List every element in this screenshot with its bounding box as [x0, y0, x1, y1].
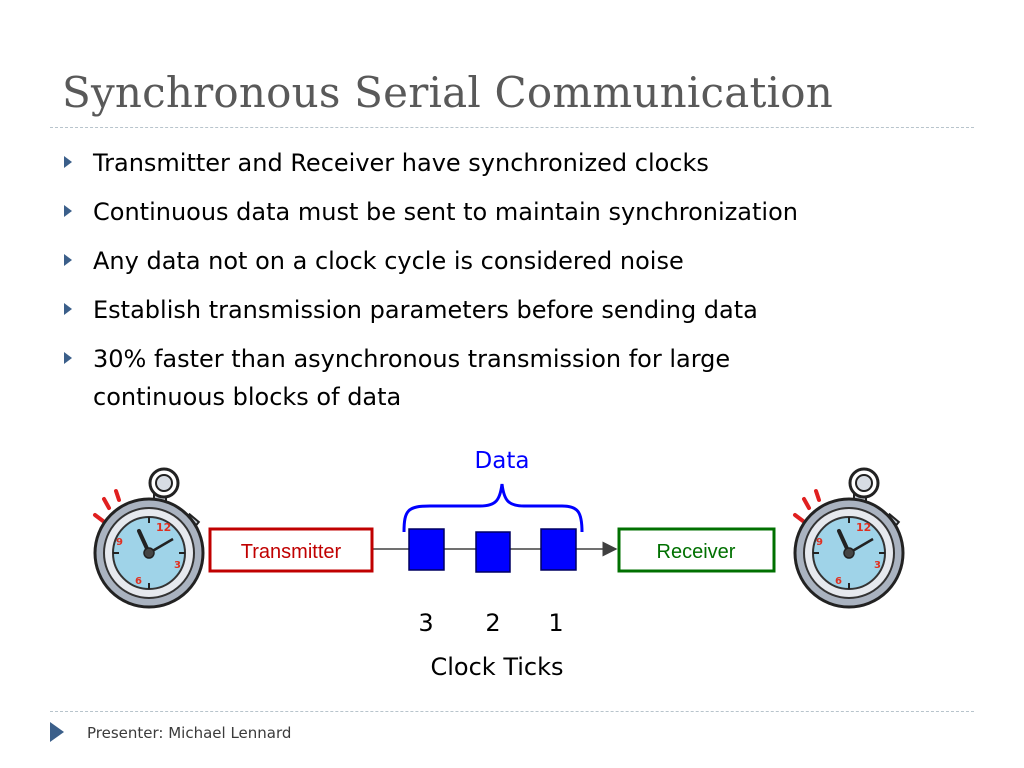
stopwatch-number: 12	[856, 521, 871, 534]
bullet-text: 30% faster than asynchronous transmissio…	[93, 345, 731, 411]
bullet-arrow-icon	[64, 254, 72, 266]
clock-tick-label: 3	[418, 609, 433, 637]
transmitter-stopwatch-icon: 12 3 6 9	[93, 467, 205, 609]
data-brace	[402, 483, 584, 533]
clock-tick-label: 1	[548, 609, 563, 637]
bullet-item: Any data not on a clock cycle is conside…	[62, 242, 962, 280]
bullet-item: Establish transmission parameters before…	[62, 291, 962, 329]
stopwatch-number: 12	[156, 521, 171, 534]
stopwatch-number: 6	[135, 576, 142, 587]
title-divider	[50, 127, 974, 128]
transmitter-label: Transmitter	[241, 541, 342, 563]
data-label: Data	[475, 448, 530, 474]
data-bit-3	[408, 528, 445, 571]
stopwatch-number: 9	[116, 537, 123, 548]
bullet-text: Continuous data must be sent to maintain…	[93, 198, 798, 226]
bullet-arrow-icon	[64, 205, 72, 217]
clock-tick-label: 2	[485, 609, 500, 637]
bullet-text: Establish transmission parameters before…	[93, 296, 758, 324]
bullet-item: Transmitter and Receiver have synchroniz…	[62, 144, 962, 182]
footer-divider	[50, 711, 974, 712]
bullet-item: 30% faster than asynchronous transmissio…	[62, 340, 962, 416]
data-bit-1	[540, 528, 577, 571]
slide-title: Synchronous Serial Communication	[62, 68, 833, 117]
footer-arrow-icon	[50, 722, 64, 742]
bullet-text: Any data not on a clock cycle is conside…	[93, 247, 684, 275]
receiver-label: Receiver	[657, 541, 736, 563]
bullet-text: Transmitter and Receiver have synchroniz…	[93, 149, 709, 177]
bullet-arrow-icon	[64, 156, 72, 168]
clock-ticks-caption: Clock Ticks	[430, 653, 563, 681]
stopwatch-number: 9	[816, 537, 823, 548]
receiver-box	[617, 527, 776, 573]
transmitter-box	[208, 527, 374, 573]
stopwatch-number: 3	[174, 560, 181, 571]
receiver-stopwatch-icon: 12 3 6 9	[793, 467, 905, 609]
data-bit-2	[475, 531, 511, 573]
stopwatch-number: 6	[835, 576, 842, 587]
bullet-list: Transmitter and Receiver have synchroniz…	[62, 144, 962, 427]
bullet-arrow-icon	[64, 303, 72, 315]
stopwatch-number: 3	[874, 560, 881, 571]
bullet-item: Continuous data must be sent to maintain…	[62, 193, 962, 231]
bullet-arrow-icon	[64, 352, 72, 364]
presenter-footer: Presenter: Michael Lennard	[87, 724, 292, 742]
